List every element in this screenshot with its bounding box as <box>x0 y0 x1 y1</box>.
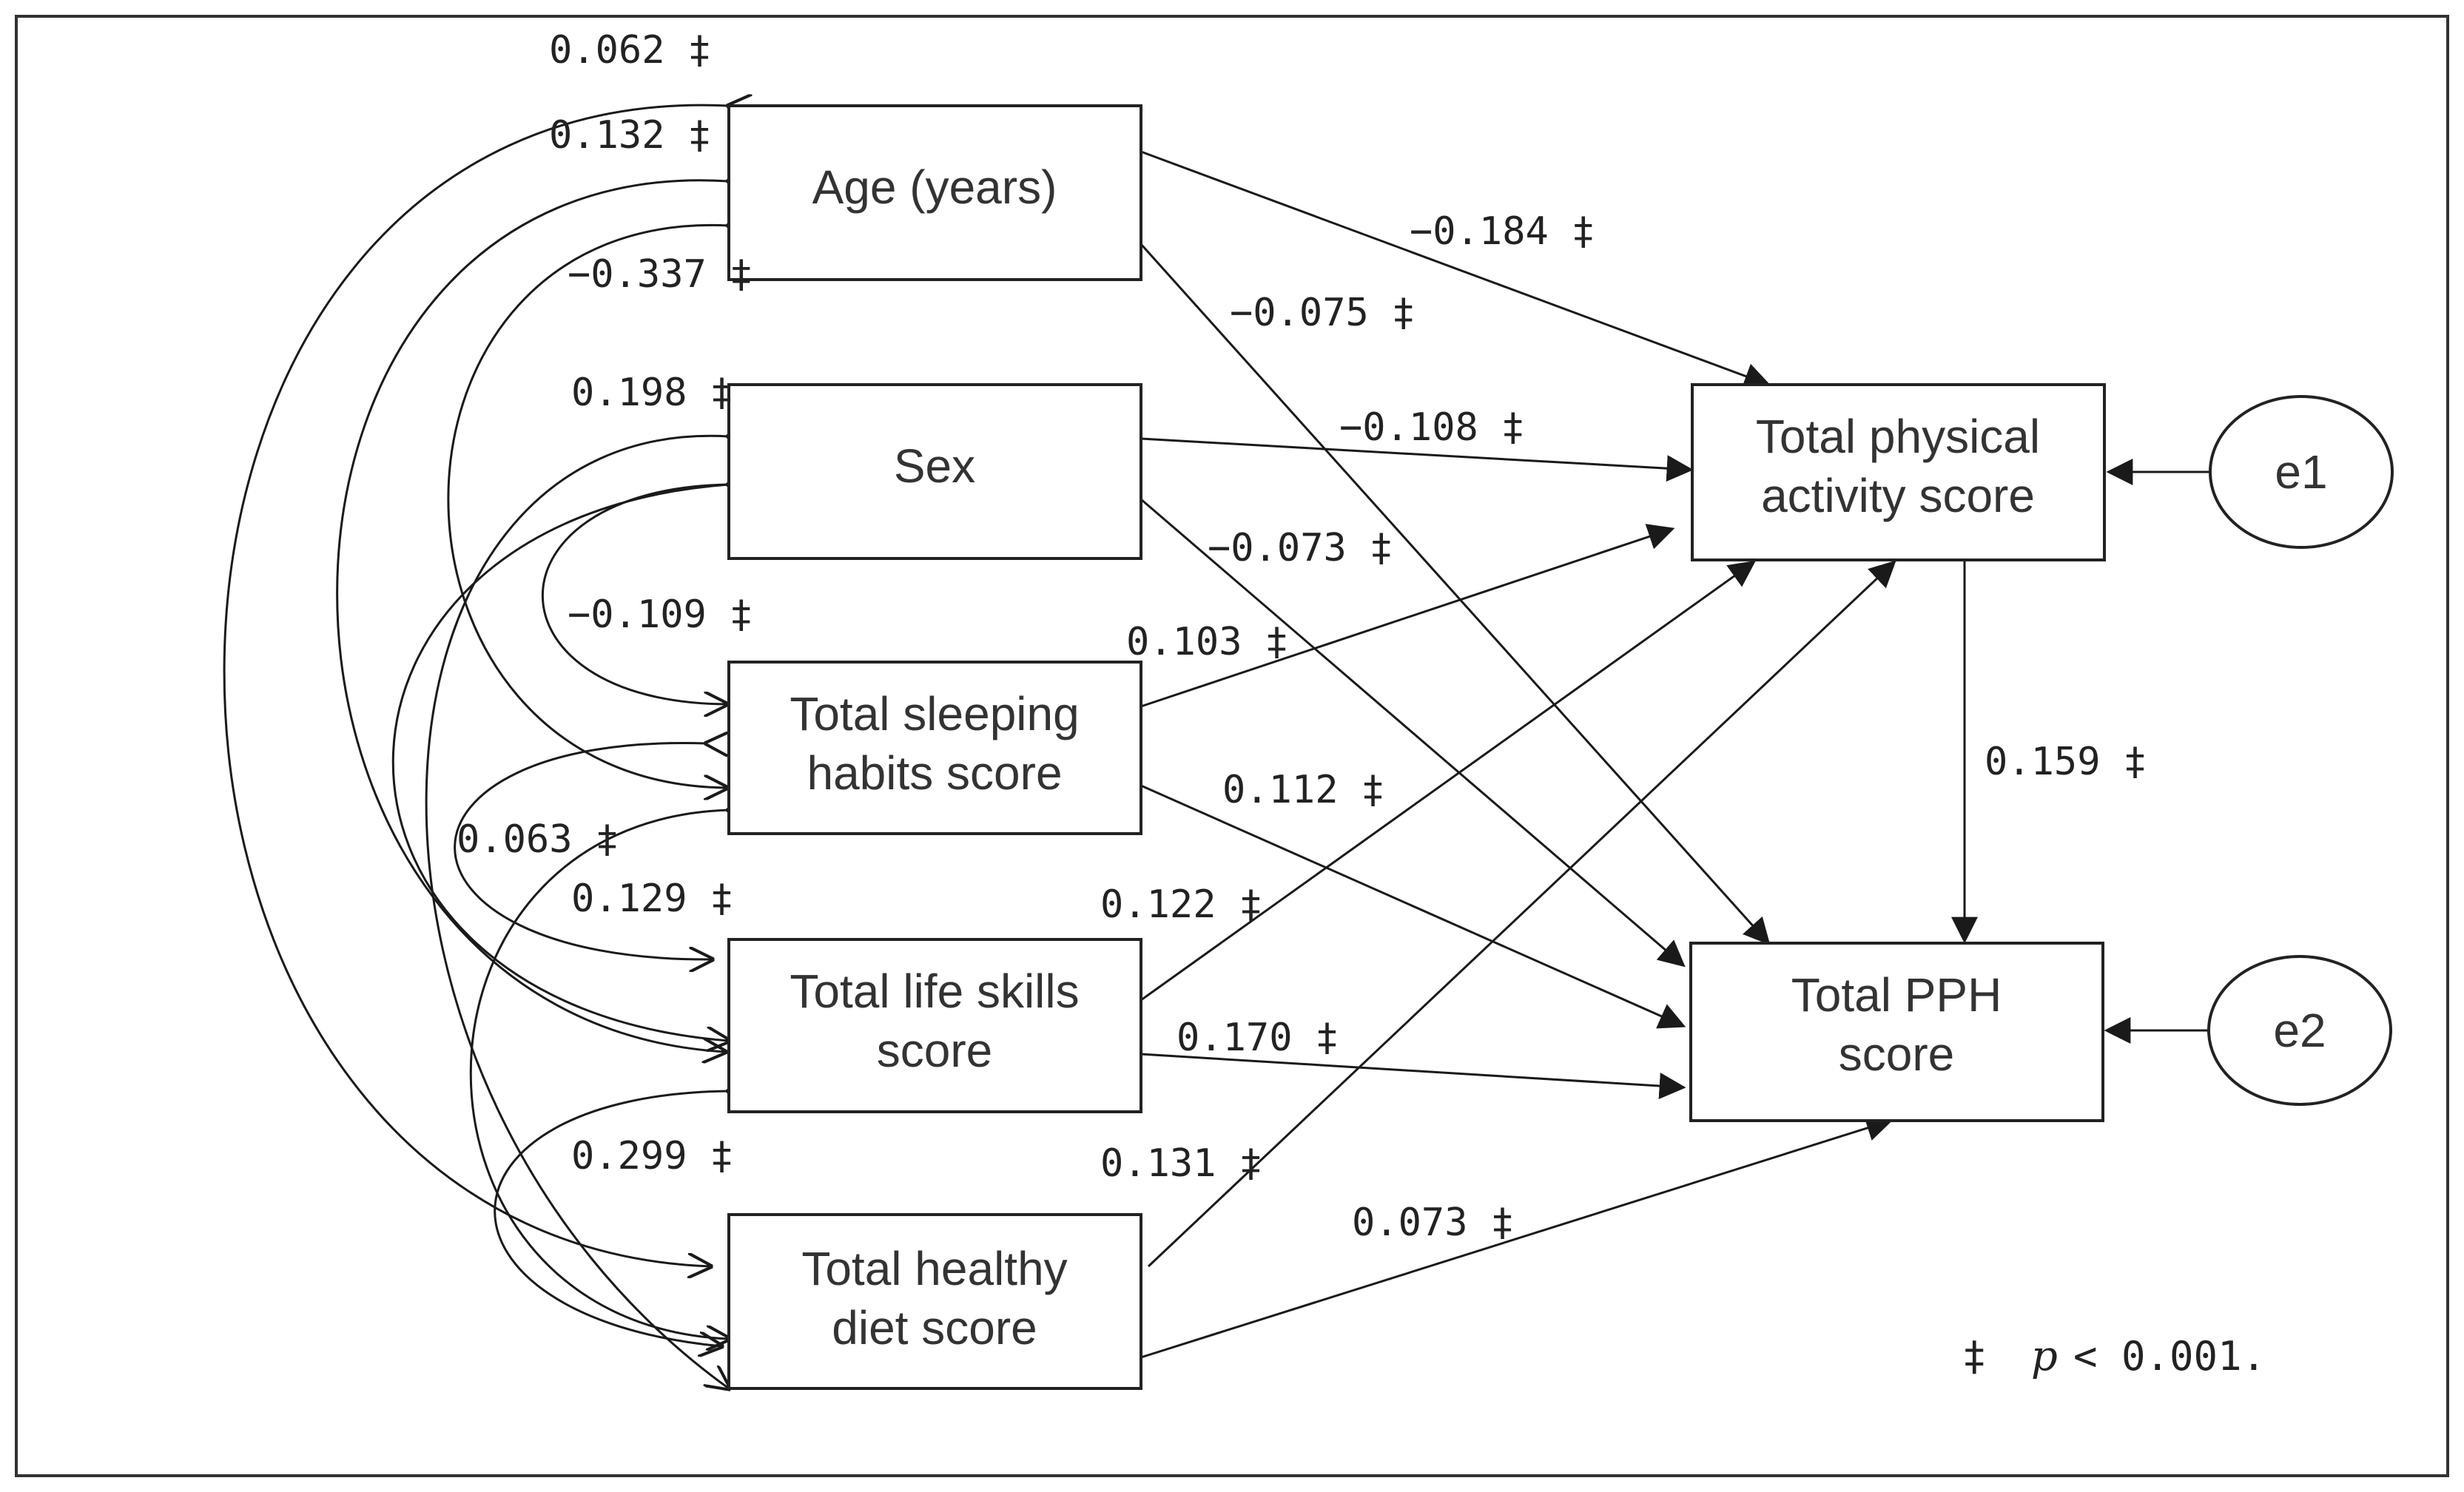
node-sleep-line-1: Total sleeping <box>790 687 1079 740</box>
node-e1-label: e1 <box>2275 445 2327 499</box>
coef-tpa-pph: 0.159 ‡ <box>1985 740 2147 784</box>
path-life-pph <box>1140 1053 1686 1099</box>
cov-sex-sleep-label: −0.109 ‡ <box>568 593 753 637</box>
significance-footnote: ‡ p < 0.001. <box>1962 1332 2266 1380</box>
node-e1: e1 <box>2209 395 2394 549</box>
node-sleep: Total sleeping habits score <box>727 661 1142 835</box>
path-life-tpa <box>1140 560 1756 1002</box>
path-age-pph <box>1140 243 1771 945</box>
covariance-age-life <box>336 180 729 1052</box>
cov-life-diet-label: 0.299 ‡ <box>571 1134 733 1178</box>
covariance-curves <box>223 105 729 1388</box>
node-sex: Sex <box>727 383 1142 560</box>
node-e2-label: e2 <box>2273 1004 2326 1057</box>
path-diet-tpa <box>1147 560 1896 1268</box>
coef-life-pph: 0.170 ‡ <box>1177 1016 1339 1060</box>
covariance-age-diet <box>223 105 729 1266</box>
node-life: Total life skills score <box>727 938 1142 1113</box>
coef-sex-pph: −0.073 ‡ <box>1208 526 1393 570</box>
cov-sleep-life-label: 0.129 ‡ <box>571 877 733 921</box>
node-sex-line-1: Sex <box>894 439 975 493</box>
covariance-sleep-diet <box>469 810 729 1339</box>
coef-age-tpa: −0.184 ‡ <box>1410 209 1595 254</box>
covariance-life-diet <box>494 1091 729 1346</box>
cov-sex-diet-label: 0.198 ‡ <box>571 371 733 415</box>
path-sex-pph <box>1140 498 1686 968</box>
node-sleep-line-2: habits score <box>807 746 1062 800</box>
node-pph-line-2: score <box>1839 1027 1955 1081</box>
node-diet: Total healthy diet score <box>727 1213 1142 1390</box>
node-age: Age (years) <box>727 104 1142 281</box>
footnote-p: p <box>2031 1332 2058 1380</box>
path-diet-pph <box>1140 1115 1894 1359</box>
node-diet-line-2: diet score <box>832 1301 1037 1354</box>
coef-sex-tpa: −0.108 ‡ <box>1339 405 1524 450</box>
coef-sleep-tpa: 0.103 ‡ <box>1126 620 1288 664</box>
cov-age-diet-label: 0.062 ‡ <box>549 28 711 72</box>
path-age-tpa <box>1140 150 1771 389</box>
covariance-sleep-life <box>454 743 712 959</box>
covariance-coefficient-labels: 0.062 ‡ 0.132 ‡ −0.337 ‡ 0.198 ‡ −0.109 … <box>457 28 753 1178</box>
path-sex-tpa <box>1140 437 1694 482</box>
covariance-sex-diet <box>425 436 729 1388</box>
covariance-sex-life <box>391 485 729 1041</box>
node-life-line-2: score <box>877 1024 993 1077</box>
node-e2: e2 <box>2207 955 2392 1106</box>
coef-age-pph: −0.075 ‡ <box>1230 291 1415 335</box>
cov-age-sleep-label: −0.337 ‡ <box>568 252 753 297</box>
coef-sleep-pph: 0.112 ‡ <box>1222 768 1384 812</box>
footnote-text: < 0.001. <box>2073 1333 2266 1380</box>
path-sleep-pph <box>1140 784 1686 1029</box>
node-age-line-1: Age (years) <box>812 161 1057 214</box>
coef-life-tpa: 0.122 ‡ <box>1100 882 1262 927</box>
cov-sleep-diet-label: 0.063 ‡ <box>457 817 619 862</box>
path-coefficient-labels: −0.184 ‡ −0.075 ‡ −0.108 ‡ −0.073 ‡ 0.10… <box>1100 209 2147 1245</box>
covariance-age-sleep <box>447 225 729 788</box>
coef-diet-tpa: 0.131 ‡ <box>1100 1141 1262 1186</box>
footnote-mark: ‡ <box>1962 1333 1987 1380</box>
node-life-line-1: Total life skills <box>790 965 1079 1018</box>
node-pph: Total PPH score <box>1689 942 2104 1122</box>
regression-paths <box>1140 150 2210 1359</box>
cov-age-life-label: 0.132 ‡ <box>549 113 711 158</box>
node-diet-line-1: Total healthy <box>801 1242 1067 1295</box>
path-sleep-tpa <box>1140 524 1675 708</box>
node-tpa-line-1: Total physical <box>1756 410 2040 463</box>
figure-frame <box>15 15 2449 1477</box>
coef-diet-pph: 0.073 ‡ <box>1352 1201 1514 1245</box>
node-tpa: Total physical activity score <box>1691 383 2106 561</box>
node-pph-line-1: Total PPH <box>1791 968 2002 1022</box>
node-tpa-line-2: activity score <box>1761 469 2035 522</box>
